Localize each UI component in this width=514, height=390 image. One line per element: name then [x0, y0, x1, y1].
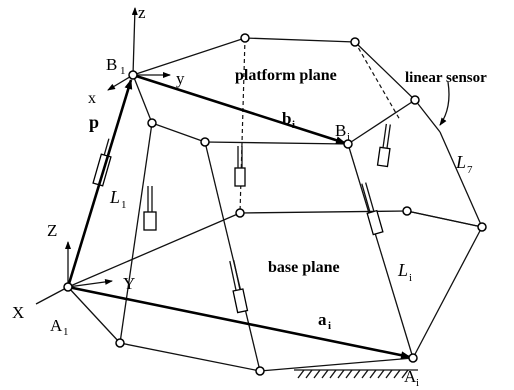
label-y: y — [176, 69, 185, 88]
label-Y: Y — [123, 274, 135, 293]
label-B-i: B i — [335, 121, 350, 143]
platform-frame-axes — [107, 7, 171, 91]
svg-text:1: 1 — [121, 199, 127, 211]
joint-platform-front — [200, 137, 210, 147]
svg-text:A: A — [404, 367, 417, 386]
svg-text:a: a — [318, 310, 327, 329]
cylinder-platform-1 — [234, 146, 246, 187]
label-L7: L 7 — [455, 152, 473, 176]
label-base-plane: base plane — [268, 259, 340, 276]
legs — [119, 122, 414, 372]
label-z: z — [138, 3, 146, 22]
cylinder-leg-a — [143, 186, 157, 231]
label-x: x — [88, 90, 96, 107]
svg-text:1: 1 — [120, 65, 126, 77]
joint-platform-top-right — [350, 37, 360, 47]
joint-base-back-right — [402, 206, 412, 216]
label-platform-plane: platform plane — [235, 67, 337, 84]
svg-text:1: 1 — [63, 326, 69, 338]
svg-text:i: i — [292, 119, 295, 131]
joint-platform-top — [240, 33, 250, 43]
label-b-i: b i — [282, 109, 295, 131]
joint-B1 — [128, 70, 138, 80]
base-frame — [67, 131, 483, 372]
label-Z: Z — [47, 221, 57, 240]
label-B1: B 1 — [106, 55, 126, 77]
joints — [63, 33, 487, 376]
svg-text:i: i — [347, 131, 350, 143]
joint-base-back — [235, 208, 245, 218]
joint-Ai — [408, 353, 418, 363]
joint-platform-left — [147, 118, 157, 128]
label-L-i: L i — [397, 260, 412, 284]
base-frame-axes — [35, 241, 113, 305]
vector-a-i — [67, 285, 411, 360]
joint-base-front-left — [115, 338, 125, 348]
svg-text:B: B — [335, 121, 346, 140]
svg-text:A: A — [50, 316, 63, 335]
cylinder-leg-b — [229, 260, 249, 314]
label-X: X — [12, 303, 24, 322]
svg-text:7: 7 — [467, 164, 473, 176]
labels: z x y B 1 p platform plane linear sensor… — [12, 3, 487, 389]
svg-text:B: B — [106, 55, 117, 74]
vectors — [66, 73, 411, 360]
cylinder-leg-i — [361, 182, 384, 236]
label-linear-sensor: linear sensor — [405, 70, 487, 86]
svg-text:L: L — [455, 152, 466, 172]
label-p: p — [89, 112, 99, 132]
joint-Bi — [343, 139, 353, 149]
sensor-callout-arrow — [439, 81, 450, 126]
label-A1: A 1 — [50, 316, 69, 338]
joint-base-front — [255, 366, 265, 376]
svg-text:i: i — [409, 272, 412, 284]
vector-p — [66, 79, 133, 288]
svg-text:i: i — [328, 320, 331, 332]
svg-text:L: L — [397, 260, 408, 280]
label-L1: L 1 — [109, 187, 127, 211]
ground-hatching — [294, 369, 418, 379]
joint-A1 — [63, 282, 73, 292]
vector-b-i — [132, 73, 346, 145]
joint-platform-right — [410, 95, 420, 105]
label-a-i: a i — [318, 310, 331, 332]
label-A-i: A i — [404, 367, 419, 389]
joint-base-right — [477, 222, 487, 232]
svg-text:b: b — [282, 109, 291, 128]
cylinder-platform-2 — [376, 123, 391, 168]
svg-text:i: i — [416, 377, 419, 389]
svg-text:L: L — [109, 187, 120, 207]
